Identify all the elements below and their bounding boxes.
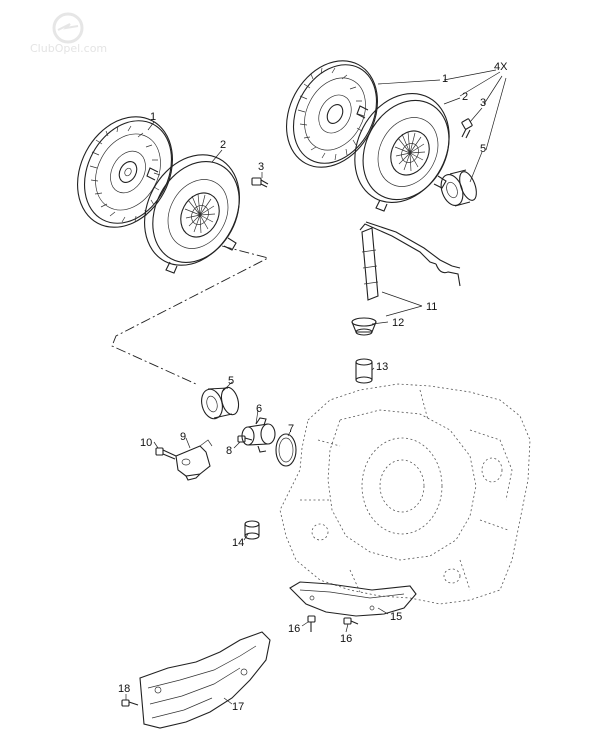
callout-labels: 1 2 3 1 2 3 5 4X 11 12 13 5 6 7 8 9 10 1… (118, 61, 508, 713)
callout-16b: 16 (340, 633, 352, 645)
bolt-icon (343, 617, 359, 625)
bolt-16a (307, 615, 316, 632)
bolt-icon (307, 615, 316, 632)
pressure-plate-right (354, 93, 450, 212)
callout-3-right: 3 (480, 97, 486, 109)
release-bearing-icon (440, 169, 477, 207)
multiplier-label: 4X (494, 61, 508, 73)
bolt-left (251, 177, 269, 188)
connector-lines (111, 245, 270, 385)
release-shaft-assembly (359, 221, 461, 301)
clutch-disc-icon (285, 60, 379, 168)
bolt-8 (237, 435, 253, 443)
release-fork (175, 439, 213, 481)
bush-14 (244, 520, 260, 540)
callout-5-center: 5 (228, 375, 234, 387)
pressure-plate-left (144, 154, 240, 274)
callout-2-right: 2 (462, 91, 468, 103)
release-bearing-center (201, 386, 240, 420)
callout-15: 15 (390, 611, 402, 623)
bolt-16b (343, 617, 359, 625)
pressure-plate-icon (144, 154, 240, 274)
callout-18: 18 (118, 683, 130, 695)
callout-11: 11 (426, 301, 437, 313)
bolt-icon (251, 177, 269, 188)
gearbox-housing-icon (279, 383, 531, 605)
callout-14: 14 (232, 537, 244, 549)
bolt-icon (237, 435, 253, 443)
leader-lines (125, 69, 507, 705)
callout-5-right: 5 (480, 143, 486, 155)
bolt-right (461, 118, 473, 139)
callout-1-left: 1 (150, 111, 156, 123)
callout-17: 17 (232, 701, 244, 713)
callout-13: 13 (376, 361, 388, 373)
shield-plate-17 (139, 631, 271, 729)
cover-plate-15 (289, 581, 417, 617)
clutch-disc-icon (77, 116, 173, 228)
release-bearing-right (440, 169, 477, 207)
bolt-18 (121, 699, 139, 707)
shaft-boot (351, 317, 377, 336)
callout-9: 9 (180, 431, 186, 443)
callout-7: 7 (288, 423, 294, 435)
callout-12: 12 (392, 317, 404, 329)
bolt-10 (155, 447, 177, 460)
callout-8: 8 (226, 445, 232, 457)
pressure-plate-icon (354, 93, 450, 212)
bolt-icon (121, 699, 139, 707)
callout-2-left: 2 (220, 139, 226, 151)
callout-3-left: 3 (258, 161, 264, 173)
release-bearing-icon (201, 386, 240, 420)
callout-6: 6 (256, 403, 262, 415)
clutch-disc-right (285, 60, 379, 168)
watermark-logo: ClubOpel.com (30, 12, 107, 55)
bush-13 (355, 358, 373, 384)
seal-ring (275, 433, 297, 467)
callout-10: 10 (140, 437, 152, 449)
watermark-text: ClubOpel.com (30, 42, 107, 55)
bolt-icon (155, 447, 177, 460)
callout-1-right: 1 (442, 73, 448, 85)
bolt-icon (461, 118, 473, 139)
callout-16a: 16 (288, 623, 300, 635)
clutch-disc-left (77, 116, 173, 228)
guide-tube (241, 417, 276, 453)
gearbox-housing (279, 383, 531, 605)
